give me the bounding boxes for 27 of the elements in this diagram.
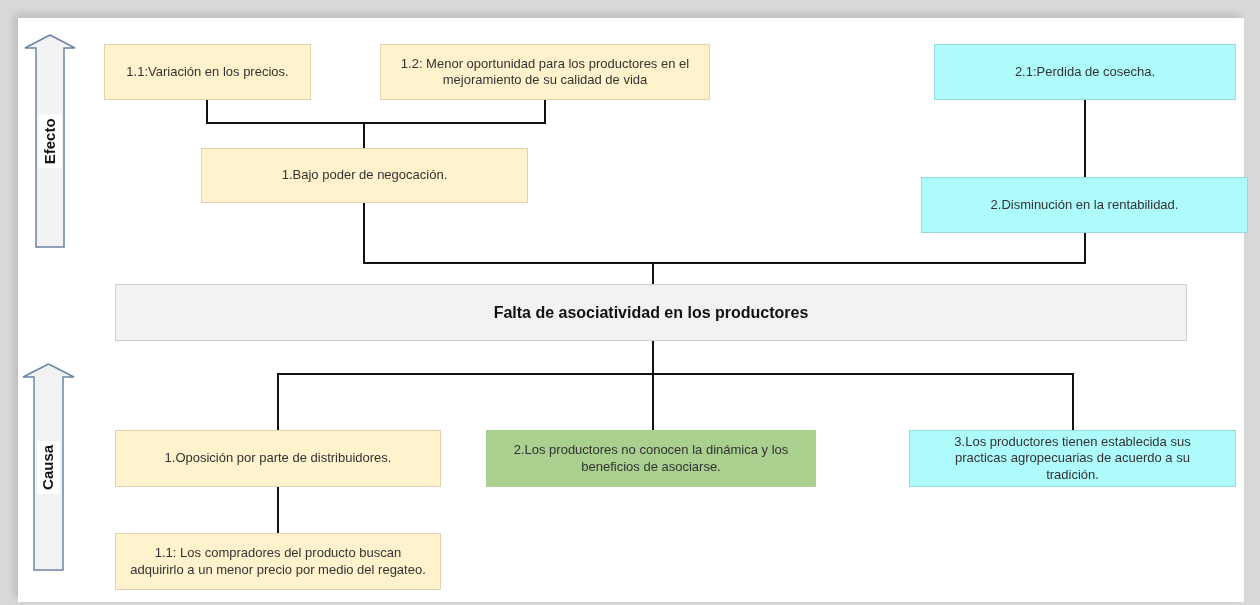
box-text: 3.Los productores tienen establecida sus practicas agropecuarias de acuerdo a su tradición. (953, 434, 1192, 483)
box-text: 2.1:Perdida de cosecha. (1013, 63, 1157, 81)
block-arrow (24, 34, 76, 248)
effect-box (201, 148, 528, 203)
effect-box (934, 44, 1236, 100)
cause-box (115, 430, 441, 487)
box-text: Falta de asociatividad en los productores (492, 302, 810, 323)
box-text: 2.Los productores no conocen la dinámica y los beneficios de asociarse. (512, 442, 790, 475)
effect-box (104, 44, 311, 100)
block-arrow (22, 363, 75, 571)
connector-line (1084, 99, 1086, 178)
box-text: 1.2: Menor oportunidad para los productores en el mejoramiento de su calidad de vida (399, 55, 691, 89)
box-text: 1.Bajo poder de negocación. (280, 167, 449, 184)
problem-box (115, 284, 1187, 341)
cause-box (115, 533, 441, 590)
axis-label: Efecto (38, 114, 62, 168)
axis-label: Causa (37, 440, 60, 494)
effect-box (921, 177, 1248, 233)
box-text: 2.Disminución en la rentabilidad. (989, 196, 1180, 214)
box-text: 1.Oposición por parte de distribuidores. (163, 450, 393, 467)
cause-box (909, 430, 1236, 487)
box-text: 1.1: Los compradores del producto buscan adquirirlo a un menor precio por medio del regateo. (129, 545, 427, 578)
effect-box (380, 44, 710, 100)
box-text: 1.1:Variación en los precios. (125, 63, 290, 81)
cause-box (486, 430, 816, 487)
connector-line (277, 486, 279, 534)
connector-line (363, 99, 546, 149)
